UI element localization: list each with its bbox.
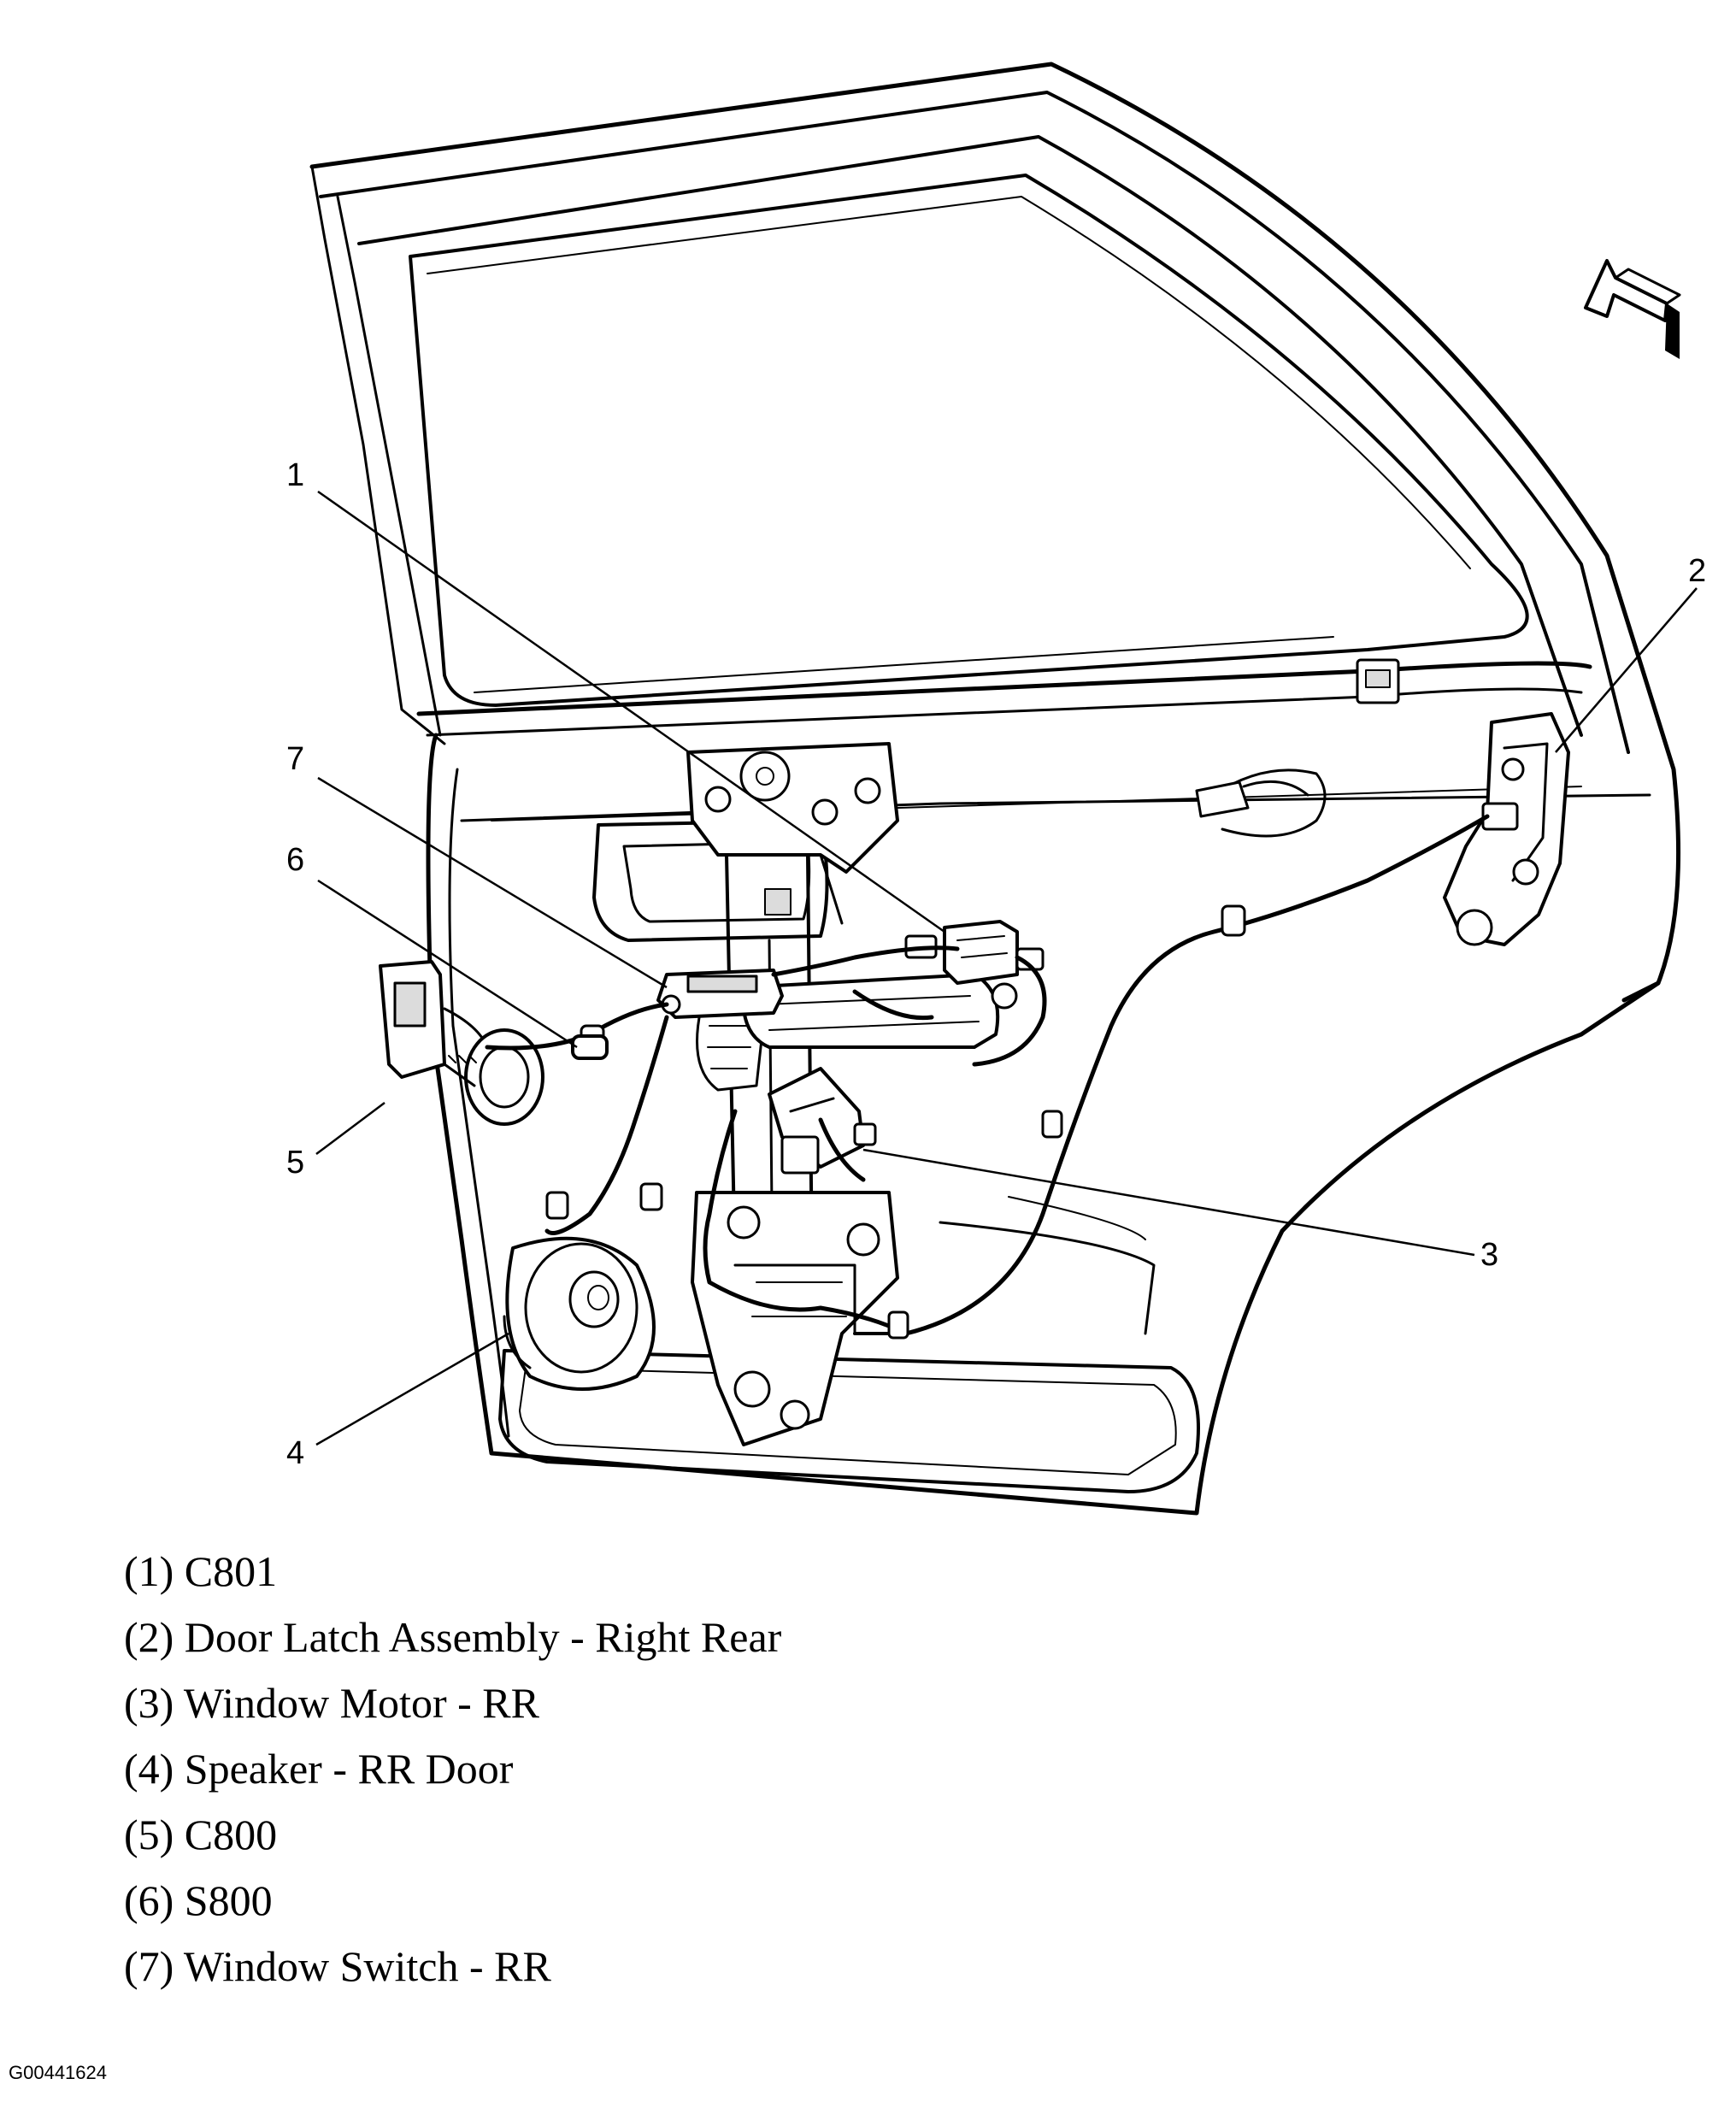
callout-4: 4 [286,1435,304,1471]
connector-c800 [379,960,544,1126]
window-switch [656,969,784,1019]
legend-item-door-latch: (2) Door Latch Assembly - Right Rear [124,1613,782,1661]
callout-7: 7 [286,741,304,777]
connector-c801 [904,920,1045,985]
legend-item-c800: (5) C800 [124,1811,278,1858]
leader-5 [315,1102,385,1155]
leader-2 [1555,587,1698,753]
figure-id: G00441624 [9,2062,107,2083]
armrest-pull-cup [741,973,1018,1049]
component-legend: (1) C801 (2) Door Latch Assembly - Right… [124,1539,781,1999]
upper-regulator-bracket [686,742,899,925]
callout-5: 5 [286,1145,304,1181]
legend-item-c801: (1) C801 [124,1547,278,1595]
legend-item-window-motor: (3) Window Motor - RR [124,1679,539,1727]
callout-numbers: 1 2 3 4 5 6 7 [286,457,1706,1471]
legend-item-window-switch: (7) Window Switch - RR [124,1942,551,1990]
callout-leaders [315,490,1698,1446]
leader-7 [317,776,668,989]
lower-regulator-bracket [691,1191,899,1446]
door-window-frame [309,62,1681,1003]
callout-3: 3 [1480,1237,1498,1273]
callout-1: 1 [286,457,304,493]
legend-item-speaker: (4) Speaker - RR Door [124,1745,514,1793]
leader-3 [862,1148,1475,1257]
forward-direction-arrow-icon [1584,259,1681,359]
leader-6 [317,879,578,1049]
wiring-harness [485,814,1490,1340]
door-latch-assembly [1195,712,1570,946]
legend-item-s800: (6) S800 [124,1876,273,1924]
callout-6: 6 [286,842,304,878]
leader-4 [315,1332,509,1446]
leader-1 [317,490,945,933]
door-speaker [503,1236,656,1391]
door-inner-panel [426,733,1661,1516]
callout-2: 2 [1688,553,1706,589]
